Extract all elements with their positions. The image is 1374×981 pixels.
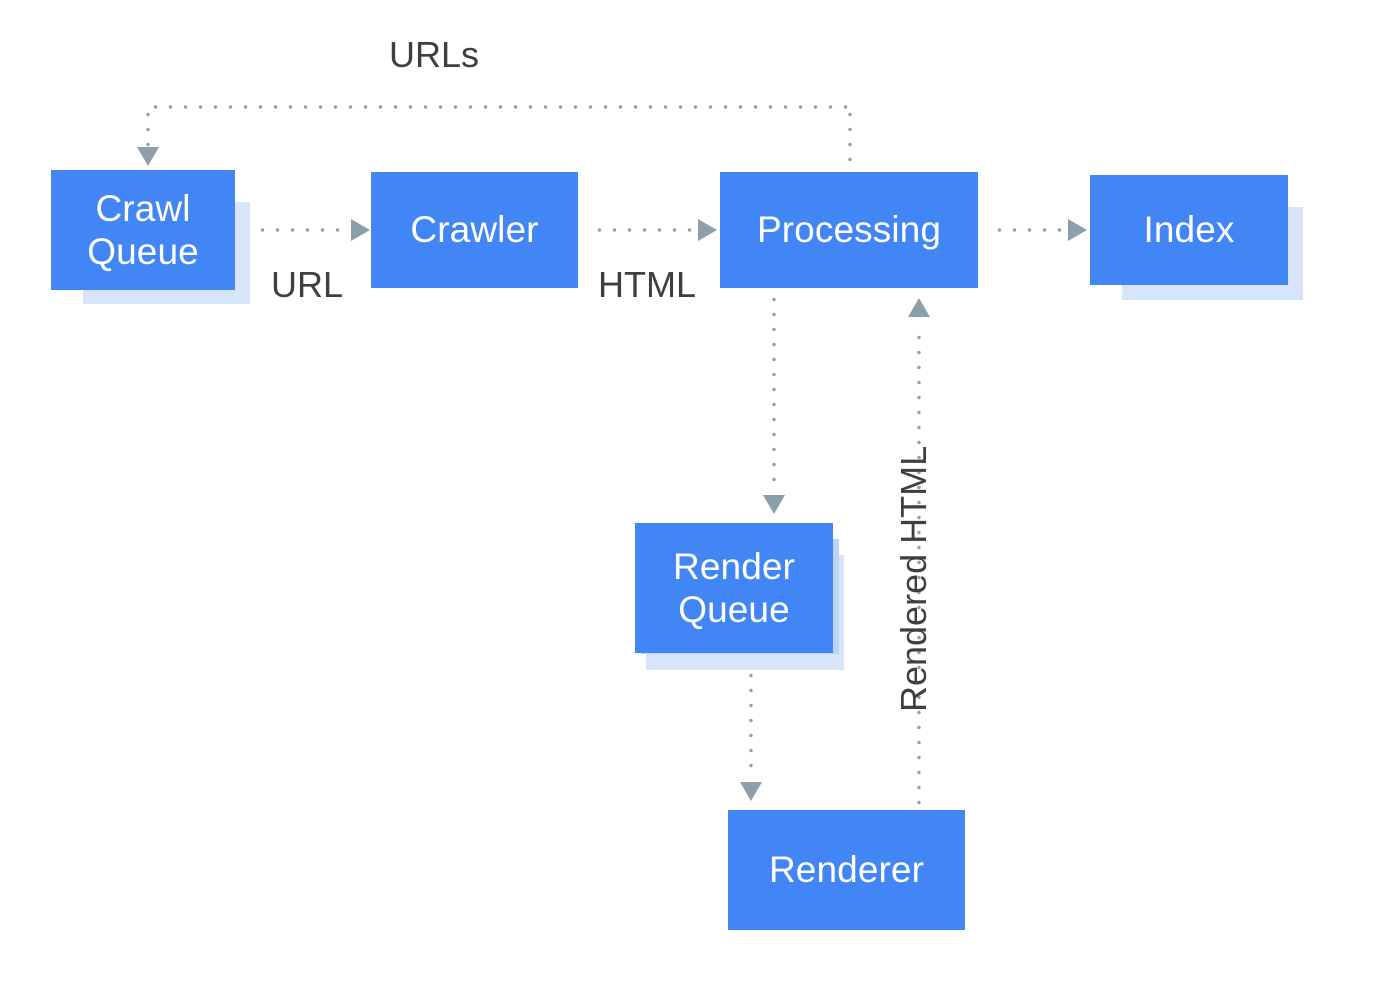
node-renderer[interactable]: Renderer (728, 810, 965, 930)
node-render-queue[interactable]: Render Queue (635, 523, 833, 653)
url-edge-arrowhead (351, 219, 370, 241)
html-edge-line (592, 228, 700, 232)
rendered-html-edge-line (917, 330, 921, 810)
index-edge-arrowhead (1068, 219, 1087, 241)
url-edge-line (255, 228, 353, 232)
renderer-edge-line (749, 668, 753, 778)
urls-edge-drop (146, 107, 150, 147)
edge-label-rendered-html: Rendered HTML (893, 445, 934, 712)
render-queue-edge-line (772, 292, 776, 492)
urls-edge-riser (848, 107, 852, 173)
edge-label-html: HTML (598, 264, 696, 305)
renderer-edge-arrowhead (740, 782, 762, 801)
node-index[interactable]: Index (1090, 175, 1288, 285)
edge-label-url: URL (271, 264, 344, 305)
node-crawl-queue[interactable]: Crawl Queue (51, 170, 235, 290)
html-edge-arrowhead (698, 219, 717, 241)
urls-edge-arrowhead (137, 147, 159, 166)
edge-label-urls: URLs (389, 34, 480, 75)
rendered-html-edge-arrowhead (908, 298, 930, 317)
node-crawler[interactable]: Crawler (371, 172, 578, 288)
urls-edge-span (148, 105, 851, 109)
node-processing[interactable]: Processing (720, 172, 978, 288)
render-queue-edge-arrowhead (763, 495, 785, 514)
index-edge-line (992, 228, 1070, 232)
